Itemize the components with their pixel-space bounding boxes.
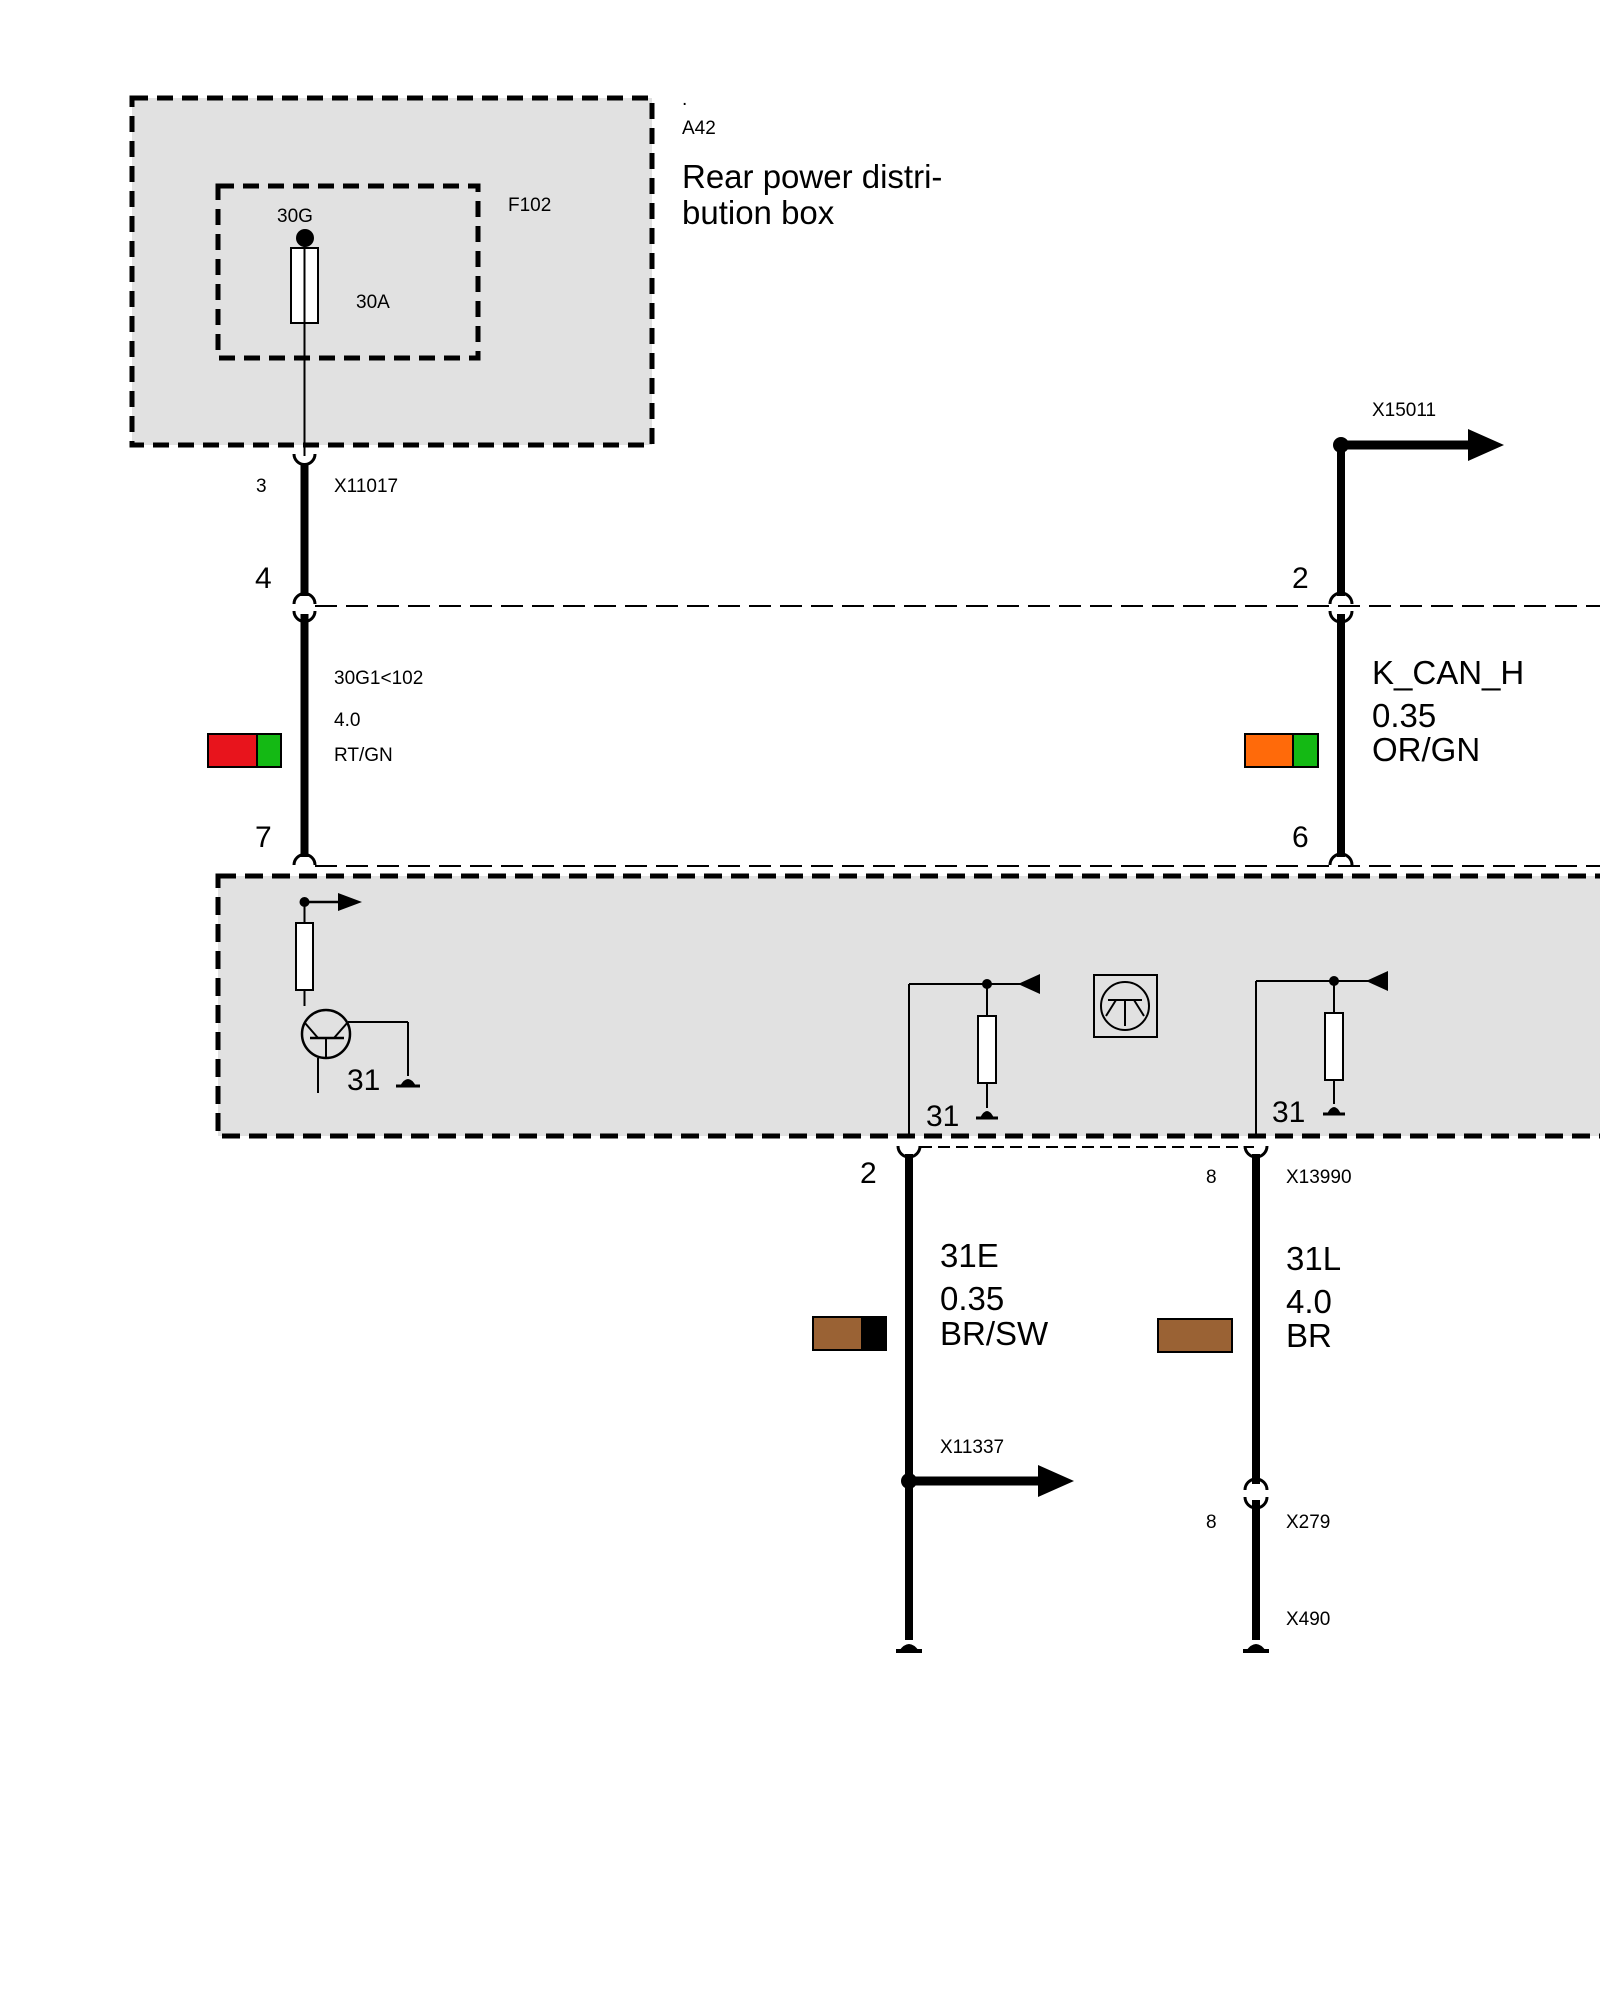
- fuse-f102-housing: [215, 183, 481, 361]
- ground-label-left: 31: [347, 1064, 380, 1097]
- can-wire-color-swatch: [1244, 733, 1319, 768]
- ground-wire-31e-pin-top: 2: [860, 1157, 877, 1190]
- power-wire-pin-top: 4: [255, 562, 272, 595]
- ground-wire-31l-signal: 31L: [1286, 1240, 1341, 1277]
- ground-label-right: 31: [1272, 1096, 1305, 1129]
- ground-wire-31e-signal: 31E: [940, 1237, 999, 1274]
- ground-wire-31l: [1243, 1145, 1269, 1653]
- x11337-id: X11337: [940, 1437, 1004, 1458]
- ground-wire-31e: [896, 1145, 1074, 1653]
- ground-wire-31l-color-swatch: [1157, 1318, 1233, 1353]
- can-wire-pin-top: 2: [1292, 562, 1309, 595]
- a42-name-line1: Rear power distri-: [682, 158, 942, 195]
- can-wire-pin-bottom: 6: [1292, 821, 1309, 854]
- x279-id: X279: [1286, 1512, 1330, 1533]
- x279-pin: 8: [1206, 1512, 1217, 1533]
- control-unit-icon: [1093, 974, 1158, 1038]
- output-transistor-stage: [295, 893, 420, 1093]
- x15011-id: X15011: [1372, 400, 1436, 421]
- power-wire-pin-bottom: 7: [255, 821, 272, 854]
- power-wire: [292, 453, 317, 866]
- power-wire-color-code: RT/GN: [334, 745, 393, 766]
- power-wire-color-swatch: [207, 733, 282, 768]
- a42-id: A42: [682, 118, 716, 139]
- fuse-terminal-label: 30G: [277, 206, 313, 227]
- can-wire-signal: K_CAN_H: [1372, 654, 1524, 691]
- ground-wire-31e-gauge: 0.35: [940, 1280, 1004, 1317]
- ground-wire-31e-color-code: BR/SW: [940, 1315, 1049, 1352]
- ground-symbol: [1327, 1107, 1341, 1114]
- ground-wire-31l-gauge: 4.0: [1286, 1283, 1332, 1320]
- pull-up-resistor-mid: [908, 974, 1040, 1138]
- power-wire-gauge: 4.0: [334, 710, 360, 731]
- can-wire-gauge: 0.35: [1372, 697, 1436, 734]
- ground-wire-31e-color-swatch: [812, 1316, 887, 1351]
- can-wire-color-code: OR/GN: [1372, 731, 1480, 768]
- can-wire: [1328, 429, 1504, 866]
- x13990-pin: 8: [1206, 1167, 1217, 1188]
- ground-wire-31l-color-code: BR: [1286, 1317, 1332, 1354]
- ground-label-mid: 31: [926, 1100, 959, 1133]
- pull-up-resistor-right: [1255, 971, 1388, 1138]
- ground-symbol: [980, 1111, 994, 1118]
- a42-name-line2: bution box: [682, 194, 835, 231]
- power-wire-signal: 30G1<102: [334, 668, 423, 689]
- x11017-pin: 3: [256, 476, 267, 497]
- x490-id: X490: [1286, 1609, 1330, 1630]
- rear-power-distribution-box: [129, 95, 655, 456]
- control-unit-box: [215, 873, 1600, 1139]
- fuse-rating: 30A: [356, 292, 390, 313]
- fuse-id: F102: [508, 195, 551, 216]
- x11017-id: X11017: [334, 476, 398, 497]
- ground-symbol: [400, 1079, 416, 1086]
- a42-marker: .: [682, 89, 687, 110]
- x13990-id: X13990: [1286, 1167, 1352, 1188]
